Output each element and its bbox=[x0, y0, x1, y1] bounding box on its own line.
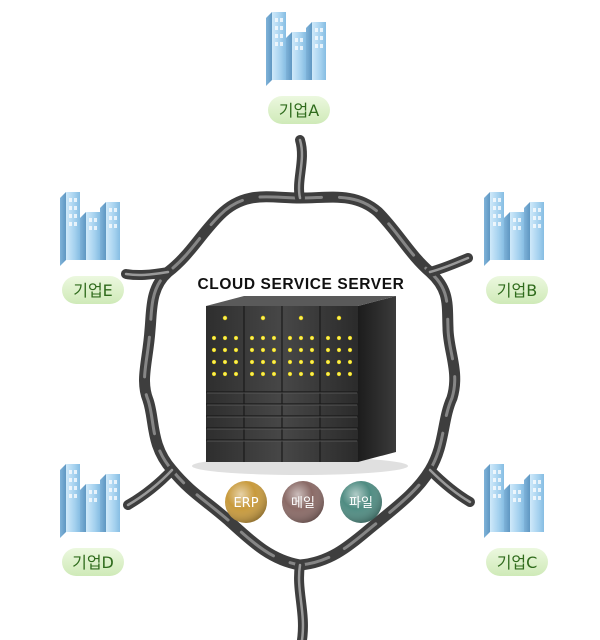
company-label-pill bbox=[486, 548, 548, 576]
company-label: 기업D bbox=[72, 553, 114, 572]
server-led bbox=[211, 371, 217, 377]
building-icon bbox=[60, 464, 120, 538]
server-led bbox=[233, 335, 239, 341]
server-led bbox=[222, 347, 228, 353]
service-erp: ERP bbox=[225, 481, 267, 523]
server-led bbox=[222, 359, 228, 365]
server-led bbox=[325, 359, 331, 365]
server-led bbox=[271, 359, 277, 365]
company-c: 기업C bbox=[484, 464, 548, 576]
company-label: 기업C bbox=[497, 553, 538, 572]
server-led bbox=[336, 335, 342, 341]
server-title: CLOUD SERVICE SERVER bbox=[198, 276, 405, 293]
service-label: ERP bbox=[233, 496, 258, 511]
company-label-pill bbox=[268, 96, 330, 124]
server-led bbox=[325, 347, 331, 353]
server-led bbox=[309, 371, 315, 377]
server-led bbox=[298, 359, 304, 365]
server-led bbox=[271, 335, 277, 341]
server-led bbox=[298, 371, 304, 377]
server-led bbox=[222, 335, 228, 341]
server-led bbox=[298, 347, 304, 353]
server-led bbox=[287, 335, 293, 341]
server-led bbox=[287, 359, 293, 365]
company-b: 기업B bbox=[484, 192, 548, 304]
company-label: 기업A bbox=[279, 101, 319, 120]
building-icon bbox=[60, 192, 120, 266]
company-d: 기업D bbox=[60, 464, 124, 576]
server-led bbox=[325, 335, 331, 341]
server-led bbox=[249, 335, 255, 341]
server-led bbox=[309, 335, 315, 341]
server-led bbox=[260, 347, 266, 353]
server-led bbox=[309, 359, 315, 365]
building-icon bbox=[484, 464, 544, 538]
server-led bbox=[260, 315, 266, 321]
server-rack-icon bbox=[192, 296, 408, 475]
server-led bbox=[233, 347, 239, 353]
server-led bbox=[298, 335, 304, 341]
building-icon bbox=[266, 12, 326, 86]
server-led bbox=[336, 359, 342, 365]
server-led bbox=[347, 359, 353, 365]
company-label-pill bbox=[62, 276, 124, 304]
server-led bbox=[211, 347, 217, 353]
server-led bbox=[222, 371, 228, 377]
server-led bbox=[249, 347, 255, 353]
server-led bbox=[260, 335, 266, 341]
company-label-pill bbox=[486, 276, 548, 304]
server-led bbox=[211, 335, 217, 341]
server-led bbox=[336, 371, 342, 377]
server-led bbox=[249, 359, 255, 365]
server-led bbox=[287, 371, 293, 377]
server-led bbox=[347, 335, 353, 341]
server-led bbox=[336, 347, 342, 353]
service-label: 메일 bbox=[291, 496, 315, 511]
server-led bbox=[271, 347, 277, 353]
server-led bbox=[233, 371, 239, 377]
service-label: 파일 bbox=[349, 496, 373, 511]
server-led bbox=[347, 371, 353, 377]
server-led bbox=[298, 315, 304, 321]
server-led bbox=[211, 359, 217, 365]
company-a: 기업A bbox=[266, 12, 330, 124]
server-led bbox=[336, 315, 342, 321]
server-led bbox=[233, 359, 239, 365]
server-led bbox=[222, 315, 228, 321]
server-led bbox=[260, 359, 266, 365]
company-label: 기업B bbox=[497, 281, 537, 300]
server-led bbox=[287, 347, 293, 353]
server-led bbox=[309, 347, 315, 353]
server-led bbox=[347, 347, 353, 353]
server-led bbox=[260, 371, 266, 377]
service-file: 파일 bbox=[340, 481, 382, 523]
server-led bbox=[249, 371, 255, 377]
service-mail: 메일 bbox=[282, 481, 324, 523]
building-icon bbox=[484, 192, 544, 266]
server-led bbox=[271, 371, 277, 377]
server-led bbox=[325, 371, 331, 377]
company-e: 기업E bbox=[60, 192, 124, 304]
network-cable bbox=[121, 135, 475, 640]
company-label-pill bbox=[62, 548, 124, 576]
company-label: 기업E bbox=[73, 281, 113, 300]
